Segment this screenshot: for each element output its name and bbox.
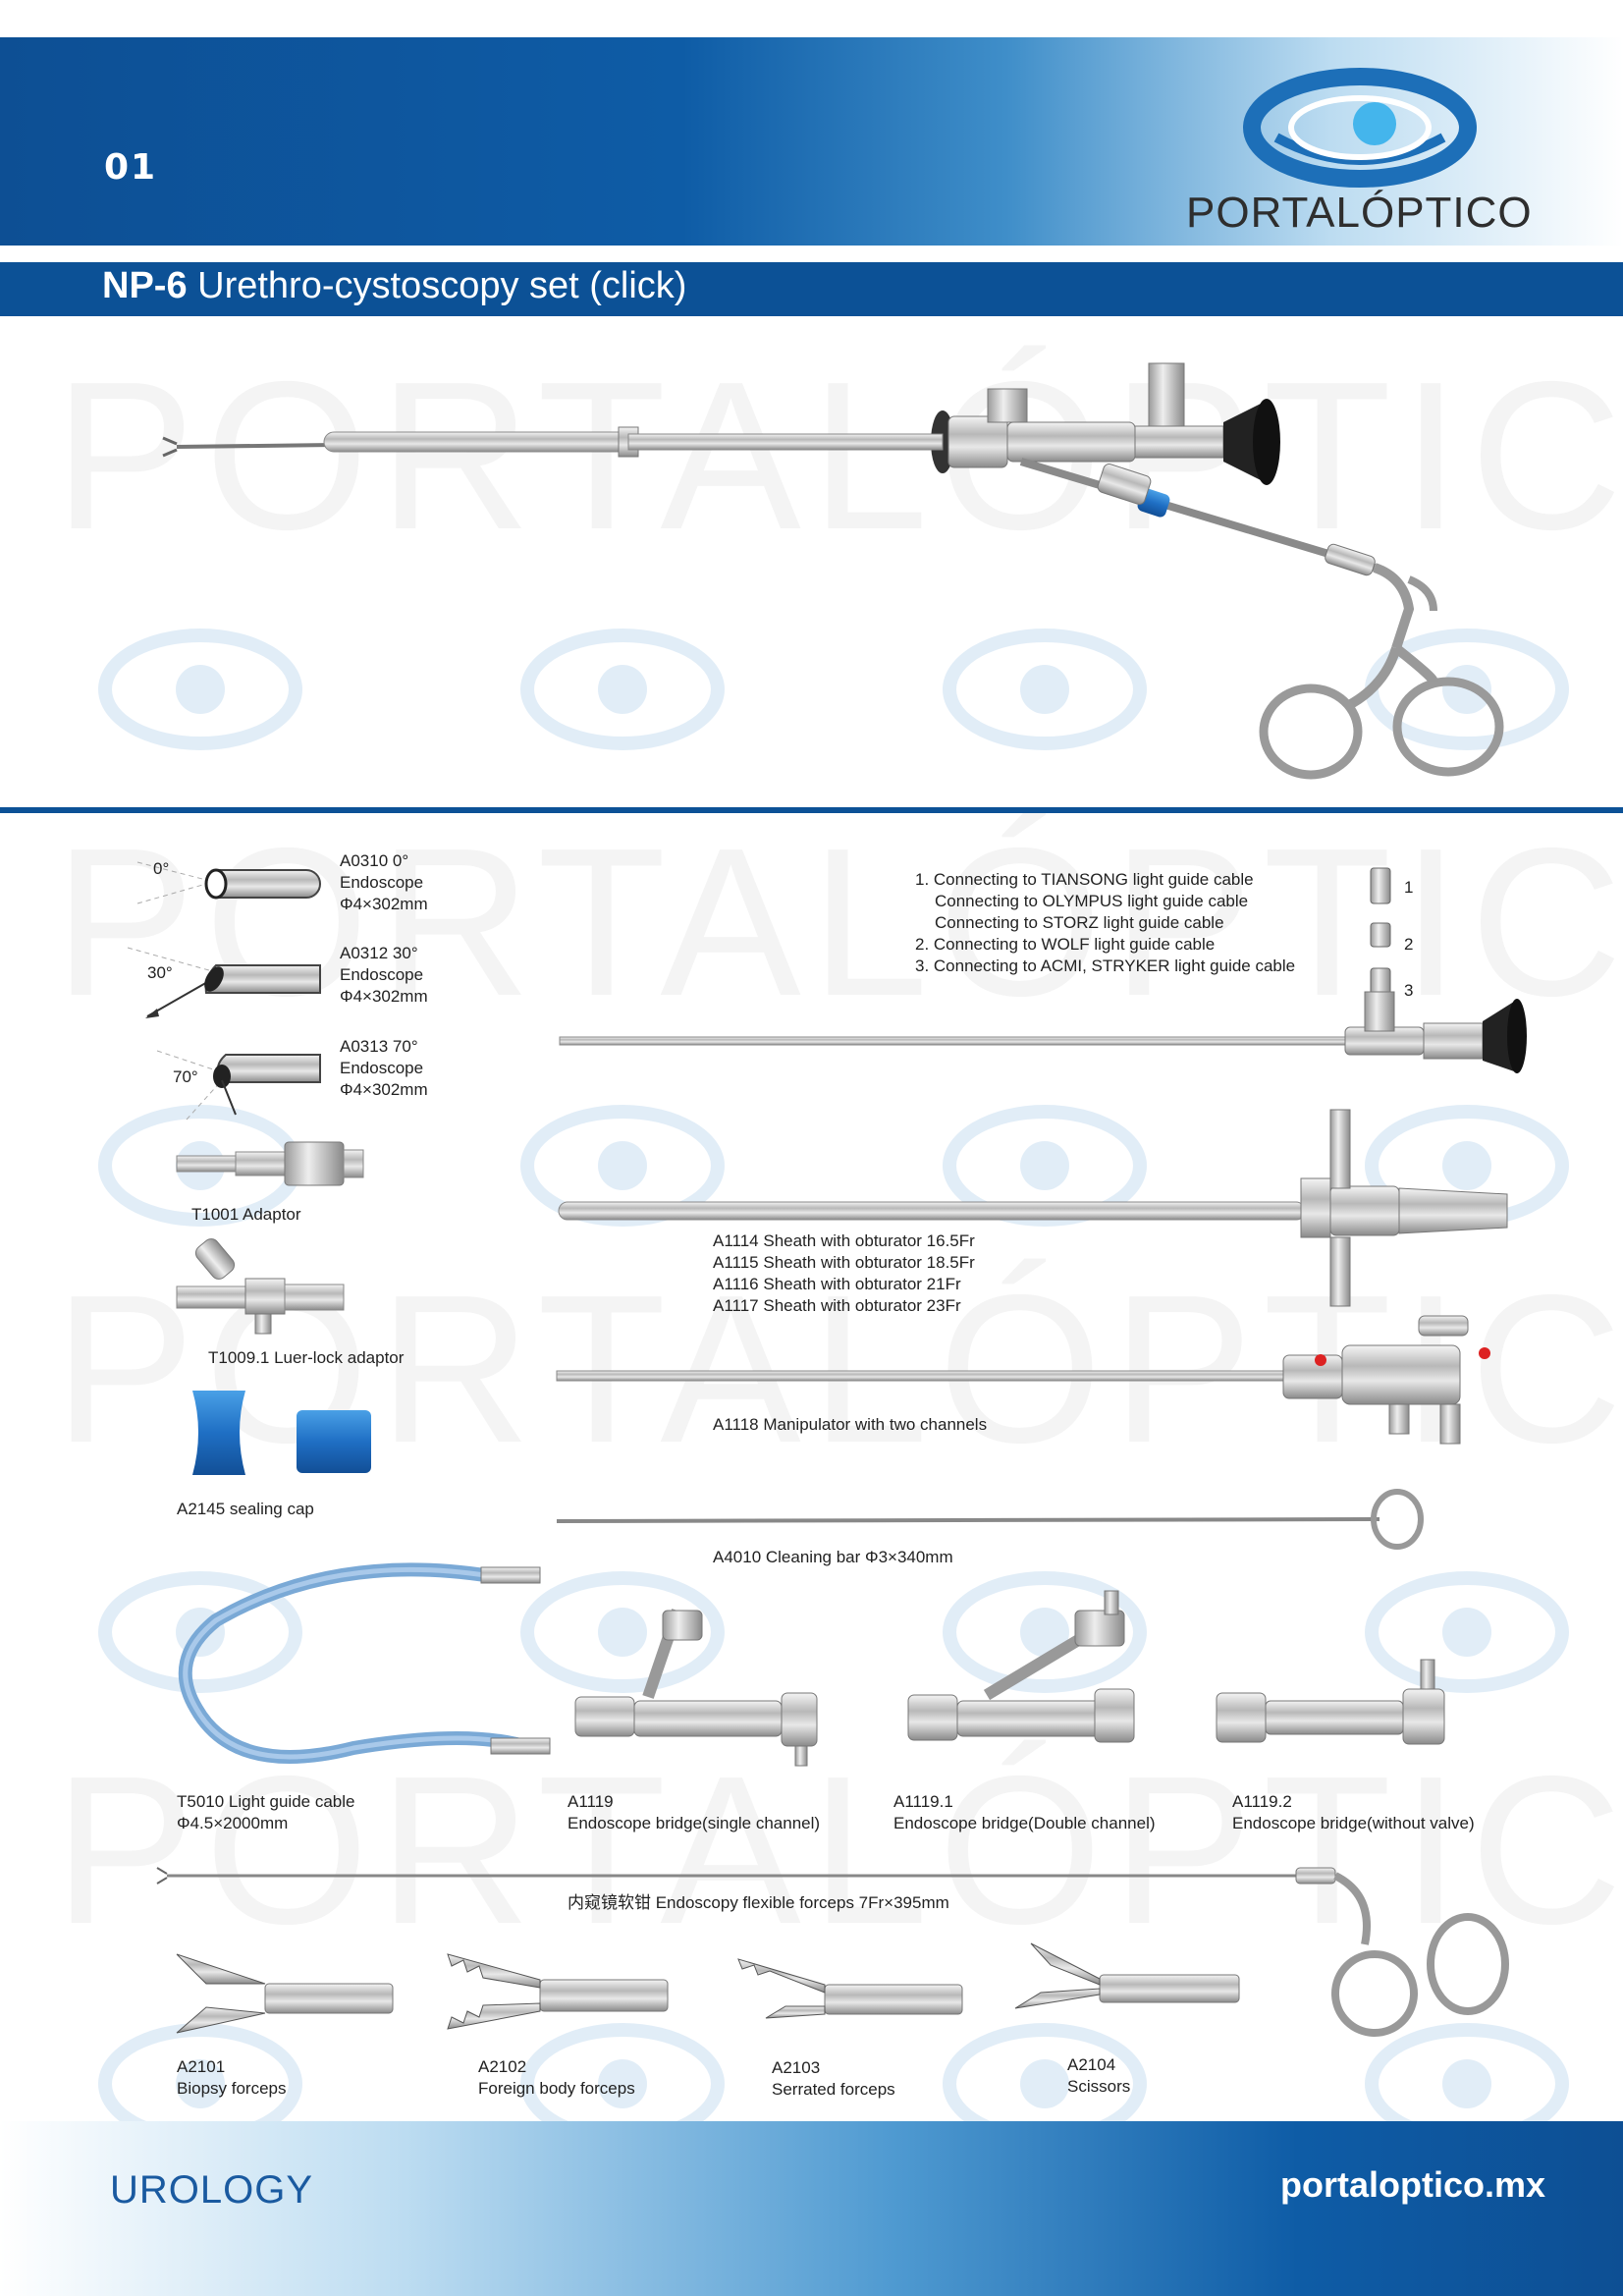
title-bar (0, 262, 1623, 316)
adapter-number: 2 (1404, 935, 1414, 954)
endoscope-code: A0310 (340, 851, 389, 870)
manipulator-image (556, 1315, 1490, 1445)
endoscope-name: Endoscope (340, 873, 424, 892)
light-guide-cable-image (178, 1562, 551, 1764)
bridge-name: Endoscope bridge(without valve) (1232, 1814, 1475, 1832)
scissors-image (1014, 1942, 1240, 2009)
forceps-code: A2101 (177, 2057, 226, 2076)
bridge-no-valve-caption: A1119.2 Endoscope bridge(without valve) (1232, 1791, 1475, 1834)
brand-logo-icon (1243, 68, 1477, 188)
footer-band (0, 2121, 1623, 2296)
endoscope-angle: 0° (392, 851, 409, 870)
endoscope-code: A0313 (340, 1037, 389, 1056)
sheath-item: A1116 Sheath with obturator 21Fr (713, 1275, 961, 1293)
watermark-word: PORTALÓPTICO (54, 803, 1623, 1040)
light-guide-cable-caption: T5010 Light guide cable Φ4.5×2000mm (177, 1791, 354, 1834)
forceps-name: Biopsy forceps (177, 2079, 287, 2098)
light-connection-line: 3. Connecting to ACMI, STRYKER light gui… (915, 957, 1296, 975)
flexible-forceps-image (156, 1867, 1509, 2037)
endoscope-0-tip-icon (136, 861, 321, 904)
footer-website-link[interactable]: portaloptico.mx (1280, 2164, 1546, 2205)
biopsy-forceps-caption: A2101 Biopsy forceps (177, 2056, 287, 2100)
t1009-caption: T1009.1 Luer-lock adaptor (208, 1348, 405, 1367)
sheath-list: A1114 Sheath with obturator 16.5Fr A1115… (713, 1230, 975, 1317)
forceps-code: A2104 (1067, 2055, 1116, 2074)
watermark-word: PORTALÓPTICO (54, 1731, 1623, 1968)
forceps-name: Foreign body forceps (478, 2079, 635, 2098)
brand-logo-text: PORTALÓPTICO (1186, 189, 1533, 237)
endoscope-code: A0312 (340, 944, 389, 962)
light-connection-line: Connecting to OLYMPUS light guide cable (935, 892, 1249, 910)
endoscope-30-view-label: 30° (147, 963, 173, 982)
bridge-double-image (907, 1590, 1135, 1743)
bridge-code: A1119.2 (1232, 1792, 1292, 1811)
cable-size: Φ4.5×2000mm (177, 1814, 289, 1832)
endoscope-angle: 70° (392, 1037, 418, 1056)
endoscope-0-caption: A0310 0° Endoscope Φ4×302mm (340, 850, 428, 915)
endoscope-size: Φ4×302mm (340, 895, 428, 913)
forceps-code: A2103 (772, 2058, 821, 2077)
t1009-adaptor-image (176, 1238, 345, 1335)
assembled-cystoscope-image (162, 362, 1504, 780)
sheath-item: A1117 Sheath with obturator 23Fr (713, 1296, 961, 1315)
watermark-word: PORTALÓPTICO (54, 337, 1623, 574)
forceps-name: Scissors (1067, 2077, 1131, 2096)
bridge-double-caption: A1119.1 Endoscope bridge(Double channel) (893, 1791, 1156, 1834)
title-code: NP-6 (102, 265, 188, 306)
sealing-cap-image (192, 1391, 371, 1475)
endoscope-70-view-label: 70° (173, 1067, 198, 1086)
biopsy-forceps-image (176, 1953, 394, 2034)
bridge-no-valve-image (1216, 1659, 1445, 1745)
bridge-code: A1119 (568, 1792, 614, 1811)
manipulator-caption: A1118 Manipulator with two channels (713, 1415, 988, 1434)
t1001-caption: T1001 Adaptor (191, 1205, 301, 1224)
endoscope-name: Endoscope (340, 965, 424, 984)
bridge-name: Endoscope bridge(single channel) (568, 1814, 821, 1832)
light-connection-line: 2. Connecting to WOLF light guide cable (915, 935, 1216, 954)
sheath-item: A1114 Sheath with obturator 16.5Fr (713, 1231, 975, 1250)
bridge-name: Endoscope bridge(Double channel) (893, 1814, 1156, 1832)
endoscope-name: Endoscope (340, 1059, 424, 1077)
endoscope-0-view-label: 0° (153, 859, 170, 878)
endoscope-30-caption: A0312 30° Endoscope Φ4×302mm (340, 943, 428, 1008)
sheath-item: A1115 Sheath with obturator 18.5Fr (713, 1253, 975, 1272)
bridge-single-image (574, 1609, 818, 1767)
light-connection-line: 1. Connecting to TIANSONG light guide ca… (915, 870, 1254, 889)
endoscope-30-tip-icon (127, 947, 321, 1018)
title-description: Urethro-cystoscopy set (click) (187, 265, 687, 306)
light-connection-line: Connecting to STORZ light guide cable (935, 913, 1224, 932)
bridge-single-caption: A1119 Endoscope bridge(single channel) (568, 1791, 820, 1834)
forceps-code: A2102 (478, 2057, 527, 2076)
cleaning-bar-image (556, 1489, 1424, 1550)
endoscope-size: Φ4×302mm (340, 1080, 428, 1099)
foreign-body-forceps-caption: A2102 Foreign body forceps (478, 2056, 635, 2100)
serrated-forceps-caption: A2103 Serrated forceps (772, 2057, 895, 2101)
scissors-caption: A2104 Scissors (1067, 2054, 1130, 2098)
foreign-body-forceps-image (447, 1953, 669, 2030)
sealing-cap-caption: A2145 sealing cap (177, 1500, 314, 1518)
forceps-name: Serrated forceps (772, 2080, 895, 2099)
section-divider (0, 807, 1623, 813)
light-adapters-icon (1370, 867, 1391, 999)
bridge-code: A1119.1 (893, 1792, 953, 1811)
serrated-forceps-image (737, 1958, 963, 2019)
adapter-number: 3 (1404, 981, 1414, 1000)
endoscope-angle: 30° (392, 944, 418, 962)
adapter-number: 1 (1404, 878, 1414, 897)
endoscope-70-caption: A0313 70° Endoscope Φ4×302mm (340, 1036, 428, 1101)
footer-category: UROLOGY (110, 2168, 314, 2212)
telescope-image (559, 991, 1527, 1073)
page-number: 01 (104, 147, 158, 188)
flexible-forceps-caption: 内窥镜软钳 Endoscopy flexible forceps 7Fr×395… (568, 1893, 949, 1912)
page-title: NP-6 Urethro-cystoscopy set (click) (102, 265, 686, 307)
t1001-adaptor-image (176, 1141, 364, 1186)
sheath-image (558, 1109, 1508, 1307)
endoscope-size: Φ4×302mm (340, 987, 428, 1006)
endoscope-70-tip-icon (156, 1050, 321, 1121)
cable-code: T5010 Light guide cable (177, 1792, 355, 1811)
light-connection-list: 1. Connecting to TIANSONG light guide ca… (915, 869, 1295, 977)
cleaning-bar-caption: A4010 Cleaning bar Φ3×340mm (713, 1548, 953, 1566)
